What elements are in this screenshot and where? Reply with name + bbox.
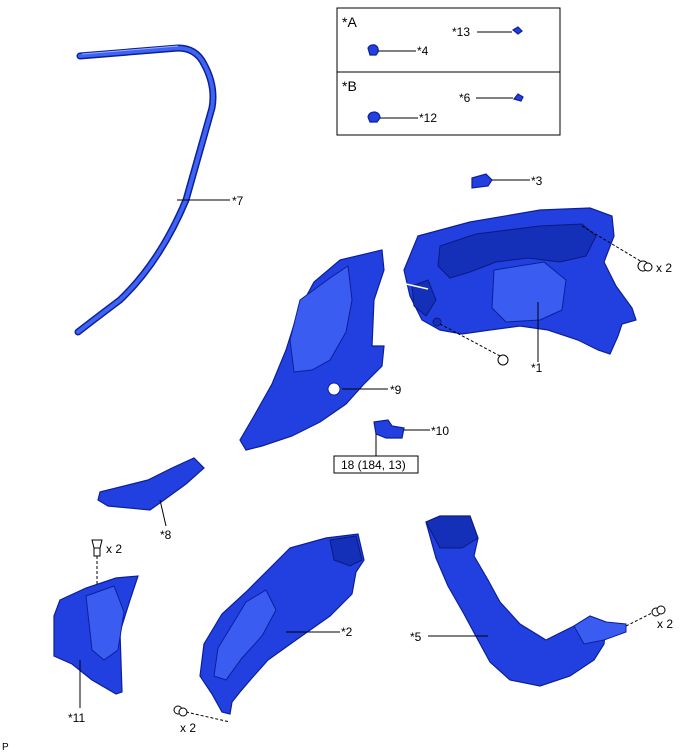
part-2-lower-panel: *2 x 2	[173, 533, 365, 735]
legend-b-item-6: *6	[459, 91, 471, 105]
callout-8: *8	[160, 528, 172, 542]
part-11-lower-trim: x 2 *11	[53, 539, 139, 725]
qty-right-top: x 2	[656, 261, 672, 275]
part-10-bracket: *10 18 (184, 13)	[333, 419, 449, 474]
qty-bottom-mid: x 2	[180, 721, 196, 735]
part-9-pillar: *9	[239, 249, 402, 451]
legend-b-title: *B	[342, 78, 357, 94]
part-8-scuff-plate: *8	[97, 457, 205, 542]
clip-4-icon	[367, 44, 379, 56]
clip-12-icon	[367, 111, 381, 123]
figure-code: P	[2, 742, 9, 753]
clip-13-icon	[511, 26, 523, 35]
callout-5: *5	[410, 630, 422, 644]
part-5-duct: *5 x 2	[410, 515, 673, 687]
part-3-cap: *3	[471, 173, 543, 189]
legend-b-item-12: *12	[419, 111, 437, 125]
qty-bottom-right: x 2	[657, 617, 673, 631]
legend-a-item-4: *4	[417, 44, 429, 58]
legend-box: *A *B *13 *4 *6 *12	[336, 7, 561, 136]
callout-11: *11	[68, 711, 85, 725]
part-7-weatherstrip: *7	[74, 44, 244, 336]
callout-2: *2	[341, 625, 353, 639]
torque-spec: 18 (184, 13)	[341, 458, 406, 472]
torque-box	[333, 455, 419, 474]
callout-9: *9	[390, 383, 402, 397]
callout-7: *7	[232, 194, 244, 208]
callout-10: *10	[431, 424, 449, 438]
qty-left-clip: x 2	[106, 542, 122, 556]
legend-a-item-13: *13	[452, 25, 470, 39]
legend-a-title: *A	[342, 14, 357, 30]
clip-6-icon	[512, 93, 524, 102]
callout-3: *3	[531, 174, 543, 188]
callout-1: *1	[531, 361, 543, 375]
part-1-quarter-trim: x 2 *1	[403, 207, 672, 375]
